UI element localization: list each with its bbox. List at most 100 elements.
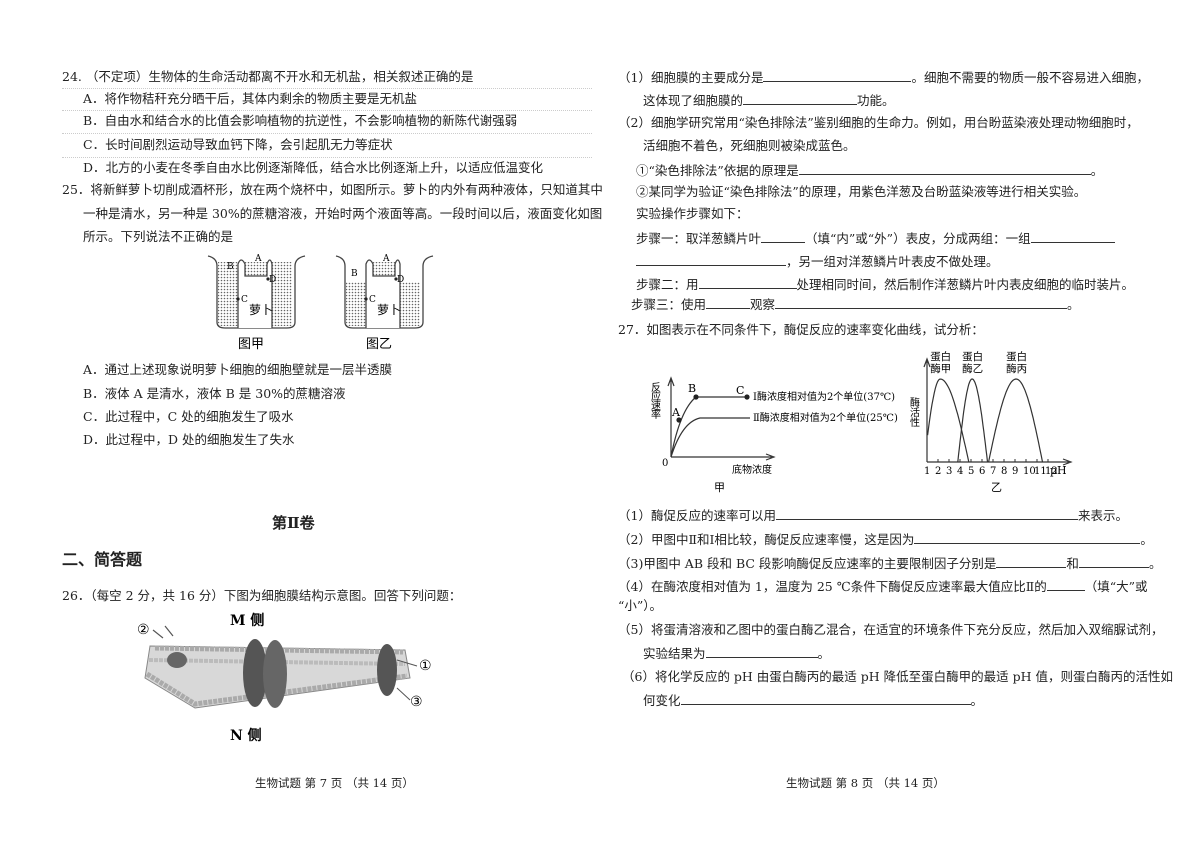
q26-sub1-line1: （1）细胞膜的主要成分是 。细胞不需要的物质一般不容易进入细胞，	[618, 68, 1149, 87]
beaker-yi: B A C D 萝卜 图乙	[335, 254, 434, 352]
text: 步骤三：使用	[631, 297, 707, 312]
origin-label: 0	[662, 458, 668, 469]
m-side-label: M 侧	[230, 612, 264, 629]
q25-option-d: D．此过程中，D 处的细胞发生了失水	[83, 432, 295, 447]
q24-option-d: D．北方的小麦在冬季自由水比例逐渐降低，结合水比例逐渐上升，以适应低温变化	[83, 160, 544, 175]
label-c: C	[369, 295, 376, 305]
answer-blank[interactable]	[996, 554, 1067, 568]
q26-steps-heading: 实验操作步骤如下：	[636, 206, 749, 221]
caption-yi: 图乙	[366, 337, 392, 352]
x-tick-label: 5	[968, 466, 974, 477]
answer-blank[interactable]	[775, 295, 1068, 309]
answer-blank[interactable]	[698, 275, 797, 289]
x-tick-label: 3	[946, 466, 952, 477]
enzyme-label: 蛋白	[962, 350, 983, 363]
text: 。	[1148, 556, 1162, 571]
enzyme-label: 蛋白	[930, 350, 951, 363]
label-b: B	[351, 269, 358, 279]
enzyme-label: 酶丙	[1006, 362, 1027, 375]
text: 。	[1067, 297, 1080, 312]
y-axis-label: 酶活性	[908, 396, 920, 428]
text: 和	[1066, 556, 1079, 571]
answer-blank[interactable]	[680, 691, 971, 705]
y-axis-label: 反应速率	[650, 382, 661, 420]
answer-blank[interactable]	[1030, 229, 1115, 243]
text: 实验结果为	[643, 646, 706, 661]
text: （1）细胞膜的主要成分是	[618, 70, 764, 85]
label-d: D	[397, 275, 404, 285]
curve-2	[670, 417, 750, 458]
answer-blank[interactable]	[1046, 577, 1085, 591]
x-axis-label: pH	[1050, 464, 1067, 477]
radish-label: 萝卜	[377, 303, 401, 317]
x-axis	[927, 458, 1073, 466]
q25-stem-line1: 25．将新鲜萝卜切削成酒杯形，放在两个烧杯中，如图所示。萝卜的内外有两种液体，只…	[62, 182, 603, 197]
enzyme-label: 酶乙	[962, 362, 983, 375]
x-tick-label: 1	[924, 466, 930, 477]
right-footer: 生物试题 第 8 页 （共 14 页）	[786, 776, 945, 790]
x-tick-label: 12	[1045, 466, 1058, 477]
point-a-label: A	[671, 406, 681, 419]
answer-blank[interactable]	[763, 68, 912, 82]
x-tick-label: 11	[1034, 466, 1047, 477]
text: 。细胞不需要的物质一般不容易进入细胞，	[911, 70, 1149, 85]
text: ，另一组对洋葱鳞片叶表皮不做处理。	[786, 254, 999, 269]
label-d: D	[269, 275, 276, 285]
point-c-label: C	[736, 384, 744, 397]
q27-sub4-line2: “小”）。	[618, 598, 663, 613]
label-a: A	[382, 254, 390, 264]
q27-sub5-line1: （5）将蛋清溶液和乙图中的蛋白酶乙混合，在适宜的环境条件下充分反应，然后加入双缩…	[618, 622, 1164, 637]
point-b	[693, 394, 699, 400]
text: 这体现了细胞膜的	[643, 93, 744, 108]
point-b-label: B	[688, 382, 696, 395]
x-tick-label: 8	[1001, 466, 1007, 477]
answer-blank[interactable]	[914, 530, 1141, 544]
enzyme-curve	[988, 378, 1044, 463]
caption-jia: 图甲	[238, 337, 264, 352]
x-tick-label: 6	[979, 466, 985, 477]
text: （1）酶促反应的速率可以用	[618, 508, 776, 523]
answer-blank[interactable]	[775, 506, 1078, 520]
answer-blank[interactable]	[798, 161, 1091, 175]
radish-beaker-figure: B A C D 萝卜 图甲 B A C D 萝卜 图乙	[207, 254, 434, 352]
q26-stem: 26．（每空 2 分，共 16 分）下图为细胞膜结构示意图。回答下列问题：	[62, 588, 462, 603]
q26-step1-line2: ，另一组对洋葱鳞片叶表皮不做处理。	[636, 252, 999, 271]
enzyme-label: 酶甲	[930, 362, 951, 375]
answer-blank[interactable]	[706, 295, 751, 309]
q24-option-b: B．自由水和结合水的比值会影响植物的抗逆性，不会影响植物的新陈代谢强弱	[83, 113, 518, 128]
answer-blank[interactable]	[705, 644, 818, 658]
text: 功能。	[857, 93, 895, 108]
section-title: 二、简答题	[62, 550, 143, 569]
text: 。	[1090, 163, 1104, 178]
y-axis	[923, 357, 931, 462]
q26-sub1-line2: 这体现了细胞膜的 功能。	[643, 91, 895, 110]
answer-blank[interactable]	[636, 252, 786, 266]
answer-blank[interactable]	[761, 229, 806, 243]
q27-sub6-line2: 何变化。	[643, 691, 983, 710]
q25-stem-line3: 所示。下列说法不正确的是	[83, 229, 234, 244]
x-axis	[671, 453, 776, 461]
text: （4）在酶浓度相对值为 1，温度为 25 ℃条件下酶促反应速率最大值应比Ⅱ的	[618, 579, 1047, 594]
label-c: C	[241, 295, 248, 305]
q25-option-b: B．液体 A 是清水，液体 B 是 30%的蔗糖溶液	[83, 386, 346, 401]
curve-2-label: Ⅱ酶浓度相对值为2个单位(25℃)	[753, 411, 898, 424]
caption: 甲	[714, 481, 725, 494]
q27-stem: 27．如图表示在不同条件下，酶促反应的速率变化曲线，试分析：	[618, 322, 984, 337]
q25-option-a: A．通过上述现象说明萝卜细胞的细胞壁就是一层半透膜	[83, 362, 393, 377]
text: （3)甲图中 AB 段和 BC 段影响酶促反应速率的主要限制因子分别是	[618, 556, 997, 571]
q27-sub2: （2）甲图中Ⅱ和Ⅰ相比较，酶促反应速率慢，这是因为。	[618, 530, 1153, 549]
text: 处理相同时间，然后制作洋葱鳞片叶内表皮细胞的临时装片。	[796, 277, 1135, 292]
label-1: ①	[419, 658, 432, 674]
q27-sub1: （1）酶促反应的速率可以用来表示。	[618, 506, 1128, 525]
q24-stem: 24. （不定项）生物体的生命活动都离不开水和无机盐，相关叙述正确的是	[62, 69, 474, 84]
protein	[243, 639, 267, 707]
q26-sub2-principle: ①“染色排除法”依据的原理是。	[636, 161, 1103, 180]
x-tick-label: 7	[990, 466, 996, 477]
x-axis-label: 底物浓度	[732, 463, 772, 476]
answer-blank[interactable]	[1078, 554, 1149, 568]
text: 何变化	[643, 693, 681, 708]
label-3: ③	[410, 694, 423, 710]
text: （填“大”或	[1084, 579, 1148, 594]
answer-blank[interactable]	[743, 91, 858, 105]
